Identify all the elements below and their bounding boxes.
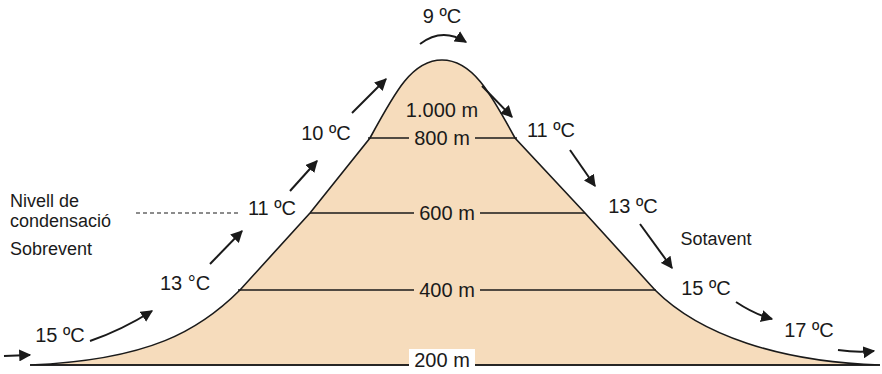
wind-arrow (640, 224, 672, 268)
condensation-label: Nivell de condensació (10, 192, 128, 232)
temperature-label: 13 °C (160, 272, 210, 294)
mountain-shape (30, 60, 880, 365)
temperature-label: 13 ºC (608, 195, 658, 217)
altitude-label: 400 m (414, 279, 480, 301)
temperature-label: 15 ºC (35, 324, 85, 346)
temperature-label: 11 ºC (248, 197, 296, 219)
wind-arrow (4, 355, 30, 356)
wind-arrow (352, 79, 386, 113)
wind-arrow (570, 150, 595, 186)
altitude-label: 800 m (409, 127, 475, 149)
wind-arrow (482, 86, 512, 117)
side-label: Sobrevent (10, 240, 92, 260)
temperature-label: 9 ºC (423, 5, 461, 27)
altitude-label: 200 m (409, 349, 475, 371)
side-label: Sotavent (680, 230, 751, 250)
condensation-line (136, 212, 240, 213)
altitude-label: 600 m (414, 202, 480, 224)
wind-arrow (838, 350, 874, 352)
wind-arrow (210, 231, 242, 264)
temperature-label: 10 ºC (301, 122, 351, 144)
wind-arrow (290, 161, 317, 191)
altitude-label: 1.000 m (401, 99, 483, 121)
temperature-label: 17 ºC (784, 319, 834, 341)
wind-arrow (736, 302, 772, 319)
temperature-label: 11 ºC (527, 119, 575, 141)
wind-arrow (90, 311, 152, 341)
temperature-label: 15 ºC (681, 277, 731, 299)
wind-arrow (420, 35, 466, 44)
